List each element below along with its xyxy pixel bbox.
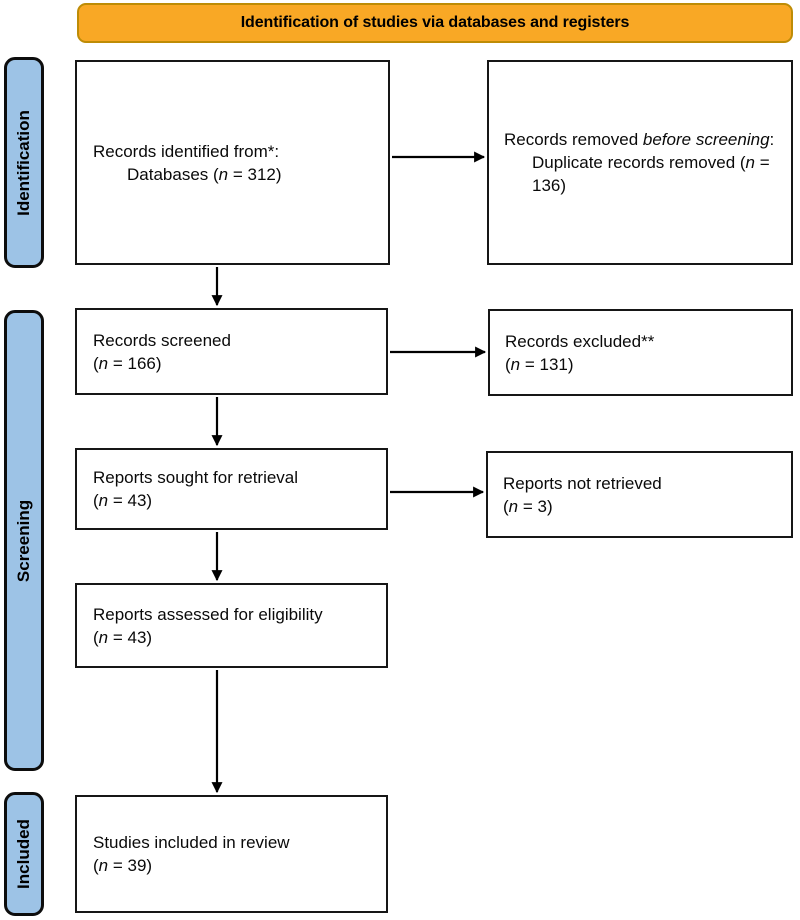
n-symbol: n	[98, 856, 109, 875]
box-records-screened-title: Records screened	[93, 329, 378, 352]
text-fragment: Records screened	[93, 330, 231, 350]
stage-bar-included: Included	[4, 792, 44, 916]
box-records-identified-databases-line: Databases (n = 312)	[93, 163, 380, 186]
stage-label-identification: Identification	[14, 109, 33, 216]
box-records-excluded-count: (n = 131)	[505, 353, 783, 376]
text-fragment-italic: before screening	[642, 130, 770, 149]
text-fragment: (	[93, 353, 99, 373]
box-records-identified-title: Records identified from*:	[93, 140, 380, 163]
text-fragment: Reports sought for retrieval	[93, 468, 299, 487]
n-symbol: n	[218, 164, 229, 184]
box-reports-not-retrieved: Reports not retrieved (n = 3)	[486, 451, 793, 538]
text-fragment: Duplicate records removed (	[532, 153, 746, 172]
stage-label-included: Included	[14, 819, 33, 889]
text-fragment: Studies included in review	[93, 833, 290, 852]
box-records-identified: Records identified from*: Databases (n =…	[75, 60, 390, 265]
box-reports-assessed: Reports assessed for eligibility (n = 43…	[75, 583, 388, 668]
box-records-screened: Records screened (n = 166)	[75, 308, 388, 395]
count-value: = 312)	[228, 164, 282, 184]
text-fragment: (	[93, 491, 99, 510]
count-value: = 131)	[520, 354, 574, 374]
box-reports-not-retrieved-count: (n = 3)	[503, 495, 783, 518]
n-symbol: n	[98, 353, 109, 373]
box-studies-included-count: (n = 39)	[93, 854, 378, 877]
text-fragment: Reports not retrieved	[503, 473, 662, 493]
text-fragment: Reports assessed for eligibility	[93, 604, 323, 624]
n-symbol: n	[745, 153, 755, 172]
banner-identification-via-databases: Identification of studies via databases …	[77, 3, 793, 43]
box-records-removed-title: Records removed before screening:	[504, 128, 783, 151]
n-symbol: n	[98, 491, 109, 510]
banner-label: Identification of studies via databases …	[240, 14, 630, 31]
text-fragment: Records removed	[504, 130, 643, 149]
box-reports-sought: Reports sought for retrieval (n = 43)	[75, 448, 388, 530]
count-value: = 136)	[532, 153, 770, 195]
n-symbol: n	[98, 627, 109, 647]
stage-bar-screening: Screening	[4, 310, 44, 771]
text-fragment: Records identified from*:	[93, 141, 280, 161]
box-reports-sought-title: Reports sought for retrieval	[93, 466, 378, 489]
box-records-removed-duplicates-line: Duplicate records removed (n = 136)	[532, 151, 782, 197]
box-records-excluded: Records excluded** (n = 131)	[488, 309, 793, 396]
text-fragment: Records excluded**	[505, 331, 655, 351]
box-reports-assessed-count: (n = 43)	[93, 626, 378, 649]
n-symbol: n	[510, 354, 521, 374]
text-fragment: (	[503, 496, 509, 516]
stage-label-screening: Screening	[14, 499, 34, 582]
text-fragment: (	[505, 354, 511, 374]
stage-bar-identification: Identification	[4, 57, 44, 268]
text-fragment: Databases (	[127, 164, 219, 184]
count-value: = 39)	[108, 856, 153, 875]
box-studies-included-title: Studies included in review	[93, 831, 378, 854]
text-fragment: (	[93, 627, 99, 647]
box-reports-assessed-title: Reports assessed for eligibility	[93, 603, 378, 626]
count-value: = 166)	[108, 353, 162, 373]
box-records-screened-count: (n = 166)	[93, 352, 378, 375]
text-fragment: (	[93, 856, 99, 875]
box-studies-included: Studies included in review (n = 39)	[75, 795, 388, 913]
n-symbol: n	[508, 496, 519, 516]
count-value: = 3)	[518, 496, 553, 516]
box-records-removed-before-screening: Records removed before screening: Duplic…	[487, 60, 793, 265]
box-reports-not-retrieved-title: Reports not retrieved	[503, 472, 783, 495]
box-records-excluded-title: Records excluded**	[505, 330, 783, 353]
count-value: = 43)	[108, 491, 153, 510]
box-reports-sought-count: (n = 43)	[93, 489, 378, 512]
text-fragment: :	[769, 130, 775, 149]
count-value: = 43)	[108, 627, 153, 647]
